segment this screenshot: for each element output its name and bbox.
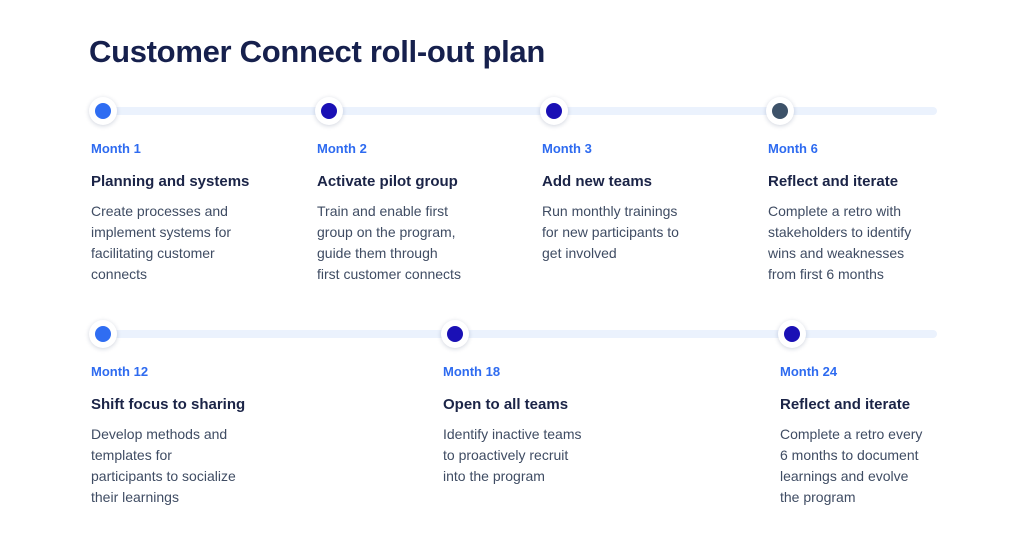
milestone-title: Reflect and iterate [768,173,899,190]
milestone-month-18: Month 18 Open to all teams Identify inac… [441,320,780,508]
milestone-title: Open to all teams [443,396,569,413]
milestone-dot-fill [784,326,800,342]
milestone-month-label: Month 1 [91,141,141,156]
milestone-dot [540,97,568,125]
milestone-month-12: Month 12 Shift focus to sharing Develop … [89,320,443,508]
milestone-description: Run monthly trainings for new participan… [542,203,679,261]
milestone-dot [766,97,794,125]
milestone-title: Reflect and iterate [780,396,911,413]
milestone-title: Activate pilot group [317,173,458,190]
milestone-description: Complete a retro every 6 months to docum… [780,426,923,505]
milestone-month-label: Month 12 [91,364,149,379]
milestone-dot-fill [95,326,111,342]
milestone-dot [441,320,469,348]
milestone-month-24: Month 24 Reflect and iterate Complete a … [778,320,971,508]
milestone-dot-fill [95,103,111,119]
milestone-title: Planning and systems [91,173,250,190]
milestone-month-6: Month 6 Reflect and iterate Complete a r… [766,97,971,285]
timeline-track [89,330,937,338]
timeline-track [89,107,937,115]
milestone-month-label: Month 6 [768,141,818,156]
milestone-description: Identify inactive teams to proactively r… [443,426,582,484]
milestone-dot-fill [447,326,463,342]
milestone-dot-fill [772,103,788,119]
milestone-month-label: Month 3 [542,141,592,156]
milestone-dot [89,320,117,348]
milestone-month-2: Month 2 Activate pilot group Train and e… [315,97,542,285]
page-title: Customer Connect roll-out plan [89,34,546,69]
milestone-description: Create processes and implement systems f… [91,203,232,282]
milestone-description: Complete a retro with stakeholders to id… [768,203,912,282]
milestone-description: Develop methods and templates for partic… [91,426,236,505]
milestone-month-1: Month 1 Planning and systems Create proc… [89,97,317,285]
timeline-row-2: Month 12 Shift focus to sharing Develop … [89,320,971,508]
timeline-row-1-columns: Month 1 Planning and systems Create proc… [89,97,971,285]
milestone-dot [315,97,343,125]
timeline-row-1: Month 1 Planning and systems Create proc… [89,97,971,285]
timeline-row-2-columns: Month 12 Shift focus to sharing Develop … [89,320,971,508]
milestone-dot-fill [546,103,562,119]
milestone-dot-fill [321,103,337,119]
milestone-title: Add new teams [542,173,653,190]
milestone-dot [89,97,117,125]
milestone-title: Shift focus to sharing [91,396,246,413]
milestone-month-label: Month 2 [317,141,367,156]
milestone-month-3: Month 3 Add new teams Run monthly traini… [540,97,768,285]
milestone-dot [778,320,806,348]
milestone-month-label: Month 24 [780,364,838,379]
milestone-month-label: Month 18 [443,364,501,379]
milestone-description: Train and enable first group on the prog… [317,203,461,282]
